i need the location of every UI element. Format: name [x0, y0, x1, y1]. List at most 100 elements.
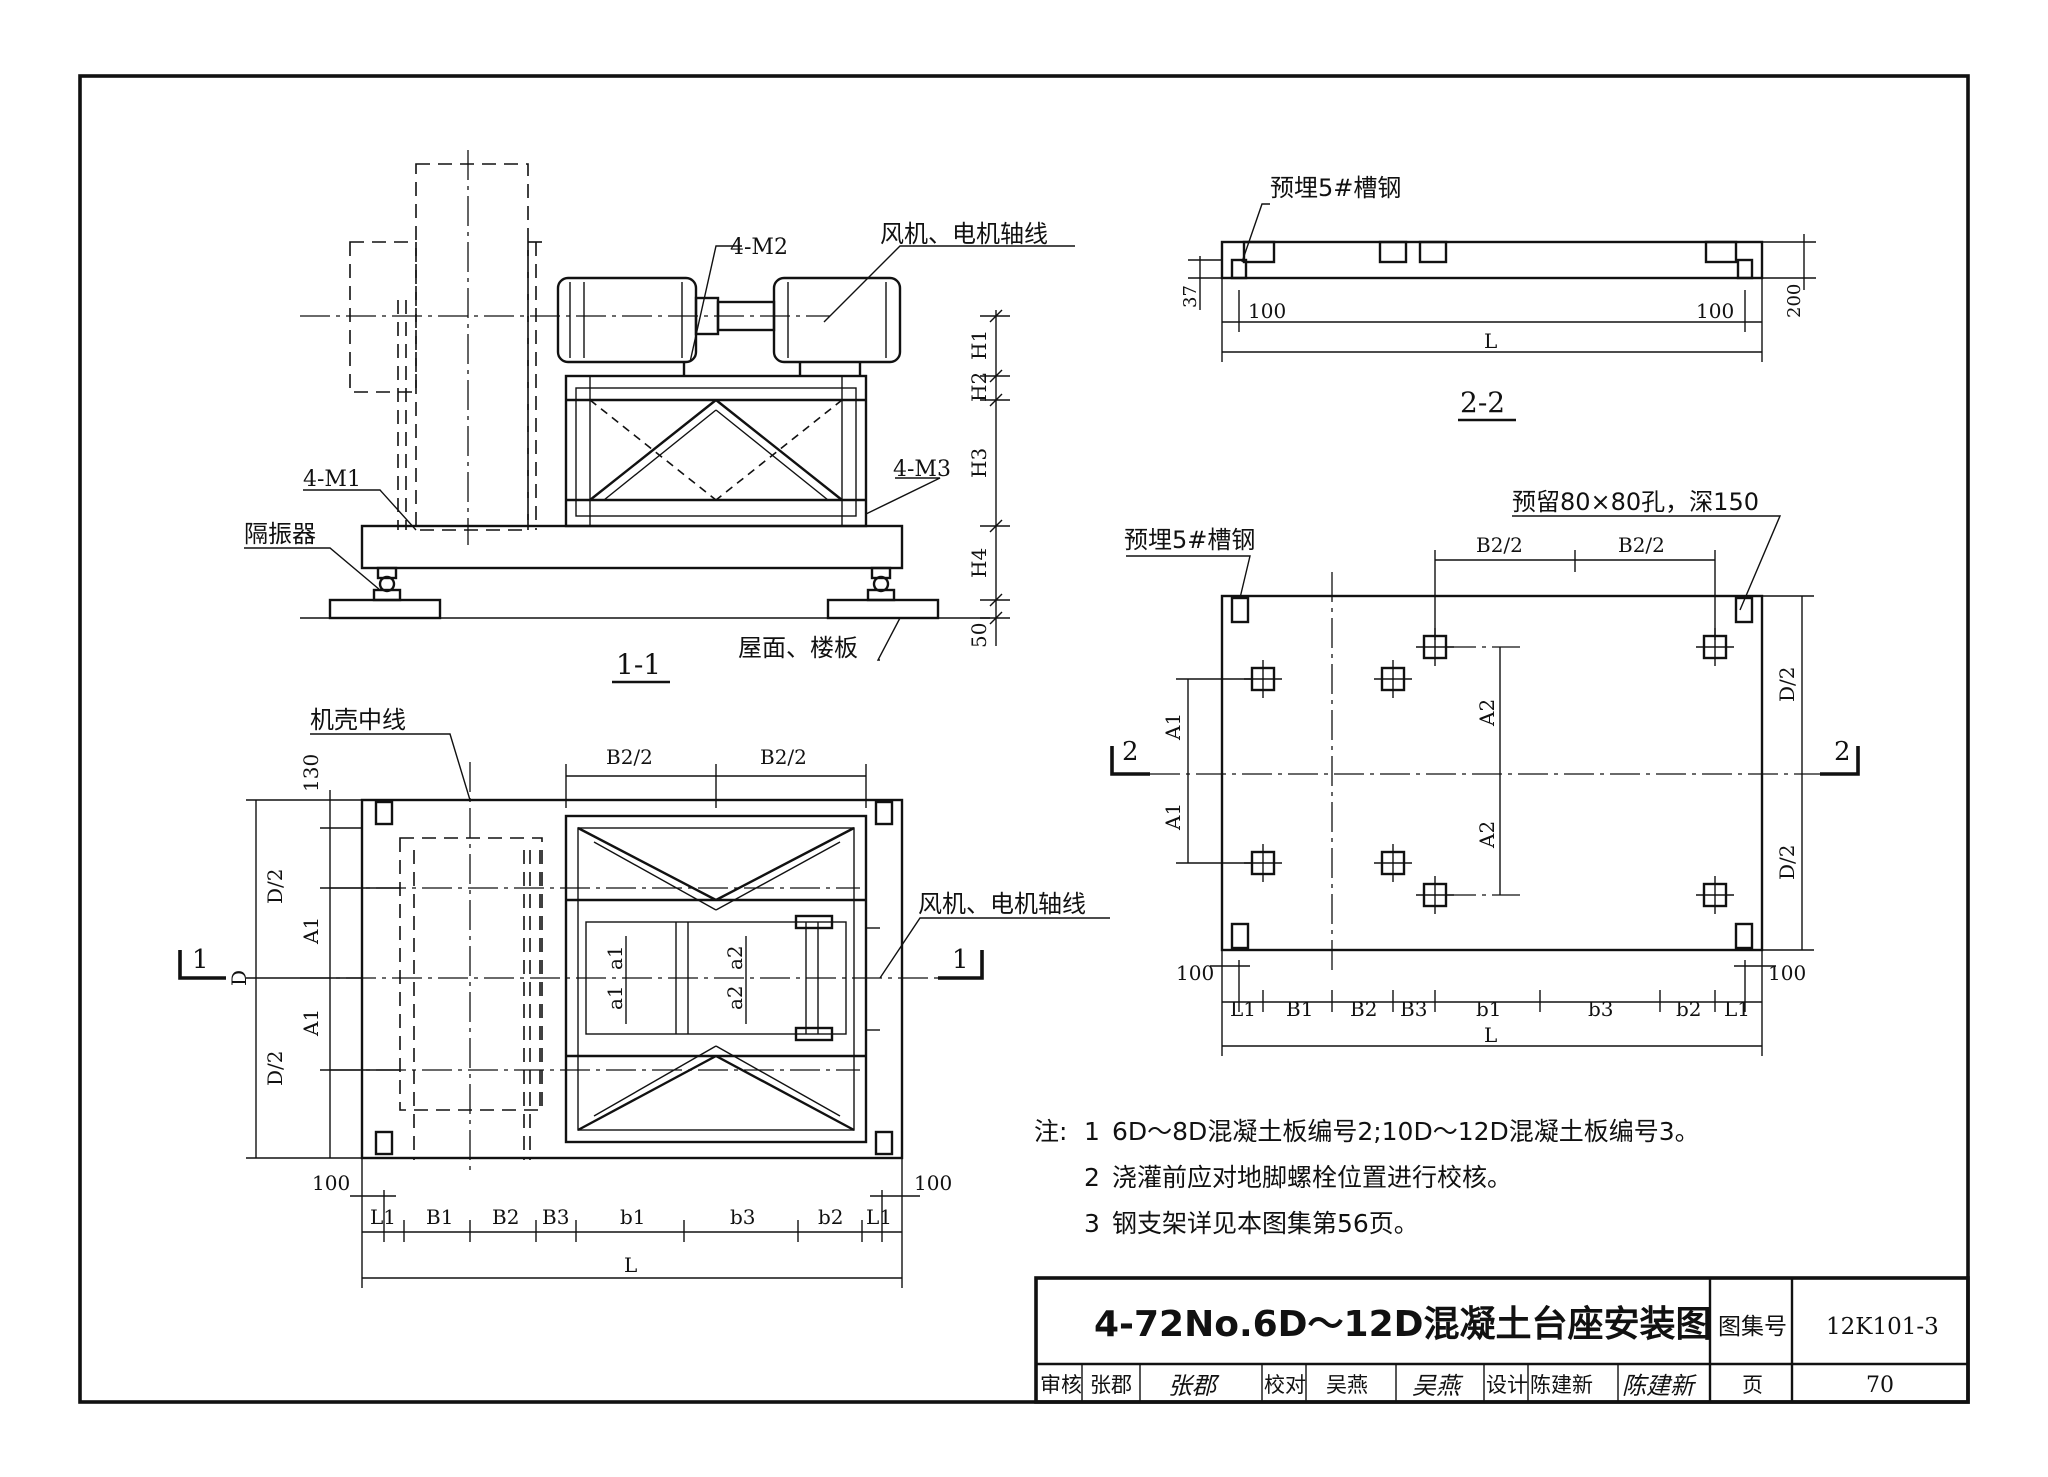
- dim-b2: B2: [492, 1205, 519, 1229]
- section-mark-1-left: 1: [192, 945, 209, 975]
- motor-right: [772, 276, 902, 364]
- dim-lb3-rp: b3: [1588, 997, 1614, 1021]
- label-fan-motor-axis-plan: 风机、电机轴线: [918, 890, 1086, 918]
- section-2-2-slab: [1220, 240, 1764, 280]
- dim-lb2-rp: b2: [1676, 997, 1702, 1021]
- concrete-base: [360, 524, 904, 570]
- dim-l1-right: L1: [866, 1205, 892, 1229]
- note-2-number: 2: [1084, 1163, 1100, 1192]
- dim-100-22-left: 100: [1248, 299, 1286, 323]
- elevation-view: 4-M2 风机、电机轴线 4-M1 4-M3 隔振器 屋面、楼板 H1 H2 H…: [244, 150, 1075, 684]
- dim-50: 50: [967, 623, 991, 648]
- label-4-m3: 4-M3: [893, 457, 951, 482]
- dim-100-right-plan-left: 100: [1176, 961, 1214, 985]
- check-label: 校对: [1264, 1373, 1306, 1397]
- label-embedded-channel-top: 预埋5#槽钢: [1270, 174, 1401, 202]
- dim-100-22-right: 100: [1696, 299, 1734, 323]
- dim-a1-right-bottom: A1: [1161, 803, 1185, 831]
- dim-d-half-bottom: D/2: [263, 1051, 287, 1087]
- dim-h1: H1: [967, 330, 991, 360]
- plan-view-left: 机壳中线 风机、电机轴线 1 1 B2/2 B2/2 130 D/2 A1 D …: [178, 706, 1110, 1288]
- dim-l1-rp-left: L1: [1230, 997, 1256, 1021]
- dim-100-left: 100: [312, 1171, 350, 1195]
- review-label: 审核: [1040, 1373, 1082, 1397]
- dim-b2-half-right-2: B2/2: [1618, 533, 1665, 557]
- dim-h2: H2: [967, 372, 991, 402]
- drawing-title: 4-72No.6D～12D混凝土台座安装图: [1094, 1304, 1712, 1345]
- sheet-border: [78, 74, 1970, 1404]
- label-embedded-channel-plan: 预埋5#槽钢: [1124, 526, 1255, 554]
- dim-l1-rp-right: L1: [1724, 997, 1750, 1021]
- dim-l-rp: L: [1484, 1023, 1497, 1047]
- plan-fan-casing: [399, 837, 543, 1111]
- label-roof-floor: 屋面、楼板: [738, 634, 858, 662]
- dim-a2-small-1: a2: [723, 985, 747, 1010]
- dim-a2-small-2: a2: [723, 945, 747, 970]
- dim-200: 200: [1784, 284, 1805, 318]
- checker-signature: 吴燕: [1412, 1372, 1464, 1400]
- dim-b2-rp: B2: [1350, 997, 1377, 1021]
- dim-a1-small-1: a1: [603, 985, 627, 1010]
- notes-block: 注: 1 6D～8D混凝土板编号2;10D～12D混凝土板编号3。 2 浇灌前应…: [1034, 1117, 1700, 1238]
- label-4-m1: 4-M1: [303, 467, 361, 492]
- note-1-text: 6D～8D混凝土板编号2;10D～12D混凝土板编号3。: [1112, 1117, 1700, 1146]
- reviewer-signature: 张郡: [1168, 1372, 1220, 1400]
- dim-lb1-rp: b1: [1476, 997, 1502, 1021]
- designer-name: 陈建新: [1530, 1373, 1593, 1397]
- page-label: 页: [1742, 1373, 1763, 1397]
- note-1-number: 1: [1084, 1117, 1100, 1146]
- dim-h3: H3: [967, 448, 991, 478]
- dim-l-left: L: [624, 1253, 637, 1277]
- dim-130: 130: [299, 754, 323, 792]
- label-fan-motor-axis-top: 风机、电机轴线: [880, 220, 1048, 248]
- fan-inlet: [349, 241, 417, 393]
- note-3-number: 3: [1084, 1209, 1100, 1238]
- fan-casing: [415, 163, 529, 531]
- page-number: 70: [1866, 1373, 1894, 1398]
- dim-b1-rp: B1: [1286, 997, 1313, 1021]
- designer-signature: 陈建新: [1622, 1372, 1697, 1400]
- section-label-2-2: 2-2: [1460, 386, 1505, 419]
- note-3-text: 钢支架详见本图集第56页。: [1112, 1209, 1419, 1238]
- dim-lower-b3: b3: [730, 1205, 756, 1229]
- dim-b1: B1: [426, 1205, 453, 1229]
- reviewer-name: 张郡: [1090, 1373, 1132, 1397]
- dim-l-22: L: [1484, 329, 1497, 353]
- dim-b2-half-left-2: B2/2: [760, 745, 807, 769]
- steel-support-frame: [564, 374, 868, 528]
- checker-name: 吴燕: [1326, 1373, 1368, 1397]
- label-reserved-hole: 预留80×80孔，深150: [1512, 488, 1759, 516]
- dim-a1-right-top: A1: [1161, 713, 1185, 741]
- dim-d-half-right-top: D/2: [1775, 667, 1799, 703]
- dim-l1-left: L1: [370, 1205, 396, 1229]
- dim-37: 37: [1180, 285, 1201, 308]
- notes-prefix: 注:: [1034, 1117, 1067, 1146]
- section-mark-2-left: 2: [1122, 737, 1139, 767]
- section-2-2-view: 预埋5#槽钢 37 200 100 100 L 2-2: [1180, 174, 1816, 422]
- floor-pad-right: [826, 598, 940, 620]
- motor-left: [556, 276, 698, 364]
- dim-d-half-top: D/2: [263, 869, 287, 905]
- plan-right-slab: [1220, 594, 1764, 952]
- dim-b3: B3: [542, 1205, 569, 1229]
- label-4-m2: 4-M2: [730, 235, 788, 260]
- plan-view-right: A2 A2 预埋5#槽钢 预留80×80孔，深150 B2/2 B2/2 A1 …: [1110, 488, 1860, 1056]
- dim-d-half-right-bottom: D/2: [1775, 845, 1799, 881]
- plan-support-frame: [564, 814, 880, 1144]
- floor-pad-left: [328, 598, 442, 620]
- dim-b3-rp: B3: [1400, 997, 1427, 1021]
- atlas-number: 12K101-3: [1826, 1314, 1939, 1340]
- elevation-dimension-chain: H1 H2 H3 H4 50: [967, 309, 1010, 648]
- reserved-holes: [1244, 628, 1734, 914]
- plan-left-slab: [360, 798, 904, 1160]
- title-block: 4-72No.6D～12D混凝土台座安装图 图集号 12K101-3 审核 张郡…: [1034, 1276, 1970, 1404]
- label-casing-centerline: 机壳中线: [310, 706, 406, 734]
- dim-h4: H4: [967, 548, 991, 578]
- dim-d: D: [227, 970, 251, 986]
- dim-100-right: 100: [914, 1171, 952, 1195]
- dim-lower-b1: b1: [620, 1205, 646, 1229]
- dim-a2-bottom: A2: [1475, 821, 1499, 849]
- section-mark-2-right: 2: [1834, 737, 1851, 767]
- dim-b2-half-left-1: B2/2: [606, 745, 653, 769]
